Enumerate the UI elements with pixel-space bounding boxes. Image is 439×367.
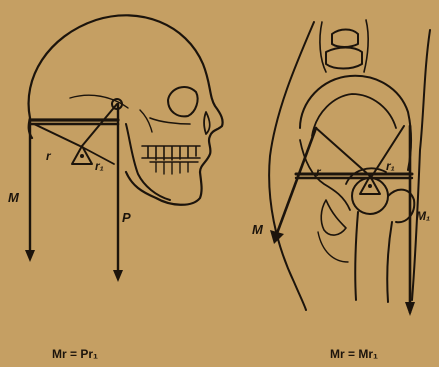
label-m-left: M [8,190,20,205]
label-r1-right: r₁ [386,159,395,173]
caption-left: Mr = Pr₁ [52,347,98,361]
fulcrum-pivot-left [80,154,84,158]
label-m-right: M [252,222,264,237]
label-r1-left: r₁ [95,159,104,173]
label-p: P [122,210,131,225]
caption-right: Mr = Mr₁ [330,347,378,361]
fulcrum-pivot-right [368,184,372,188]
label-m1: M₁ [416,209,430,223]
